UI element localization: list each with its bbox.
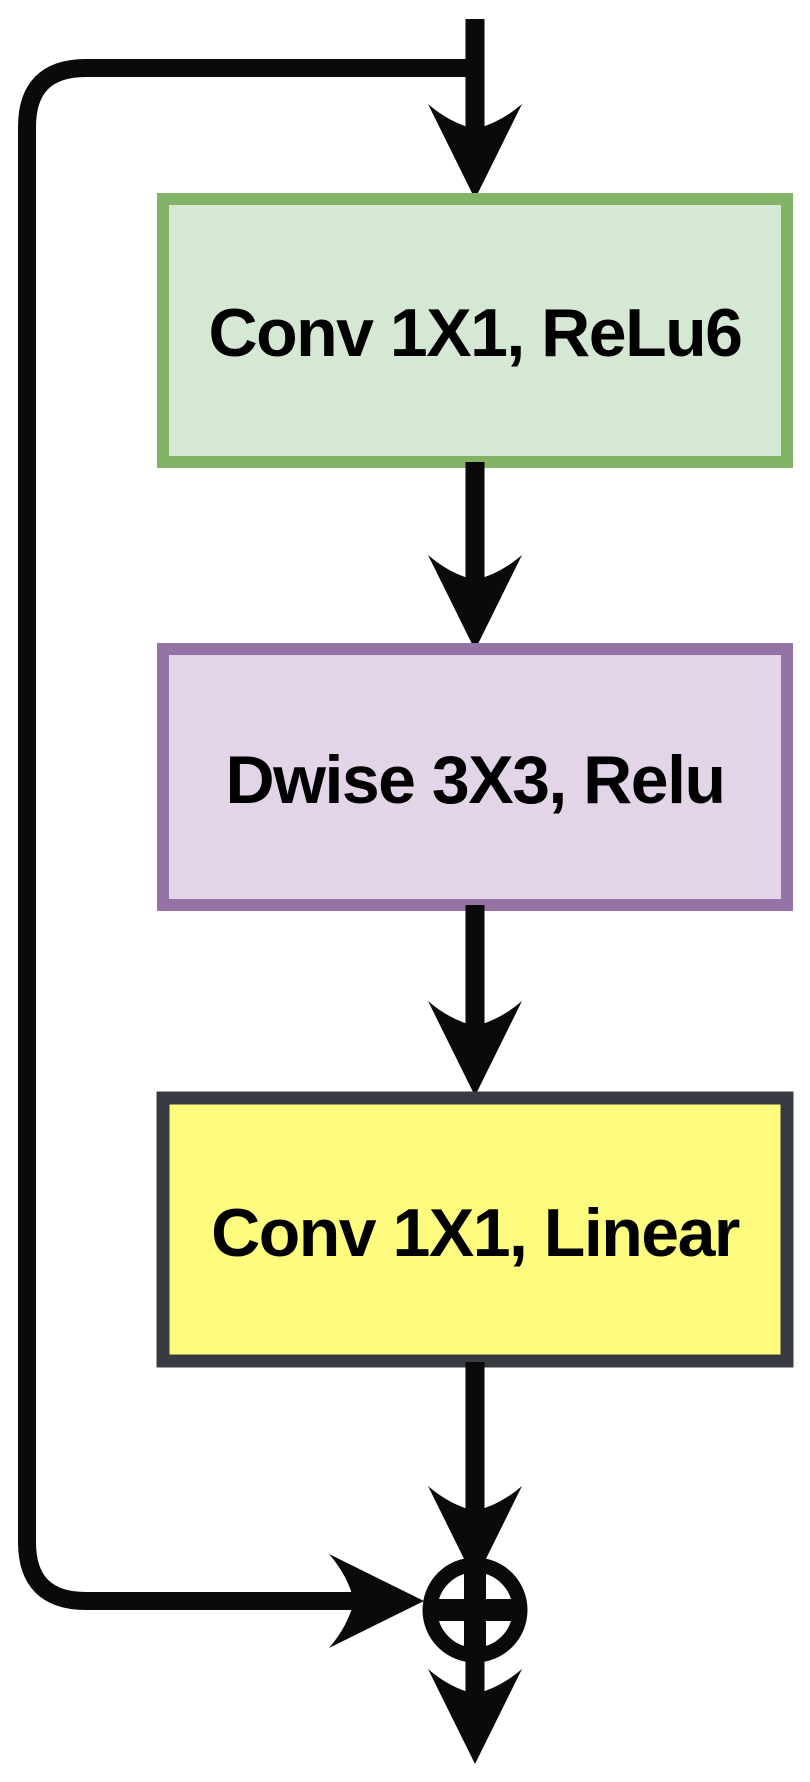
block-conv-1x1-linear-box (156, 1091, 794, 1368)
block-conv-1x1-linear: Conv 1X1, Linear (156, 1091, 794, 1368)
block-label: Conv 1X1, Linear (211, 1195, 740, 1271)
block-dwise-3x3-relu: Dwise 3X3, Relu (157, 643, 793, 911)
block-label: Conv 1X1, ReLu6 (209, 295, 742, 371)
block-conv-1x1-relu6: Conv 1X1, ReLu6 (157, 193, 793, 468)
add-operator-icon (422, 1557, 528, 1663)
skip-connection-path (18, 59, 475, 1610)
block-conv-1x1-relu6-box (157, 193, 793, 468)
block-label: Dwise 3X3, Relu (225, 742, 724, 818)
block-dwise-3x3-relu-box (157, 643, 793, 911)
